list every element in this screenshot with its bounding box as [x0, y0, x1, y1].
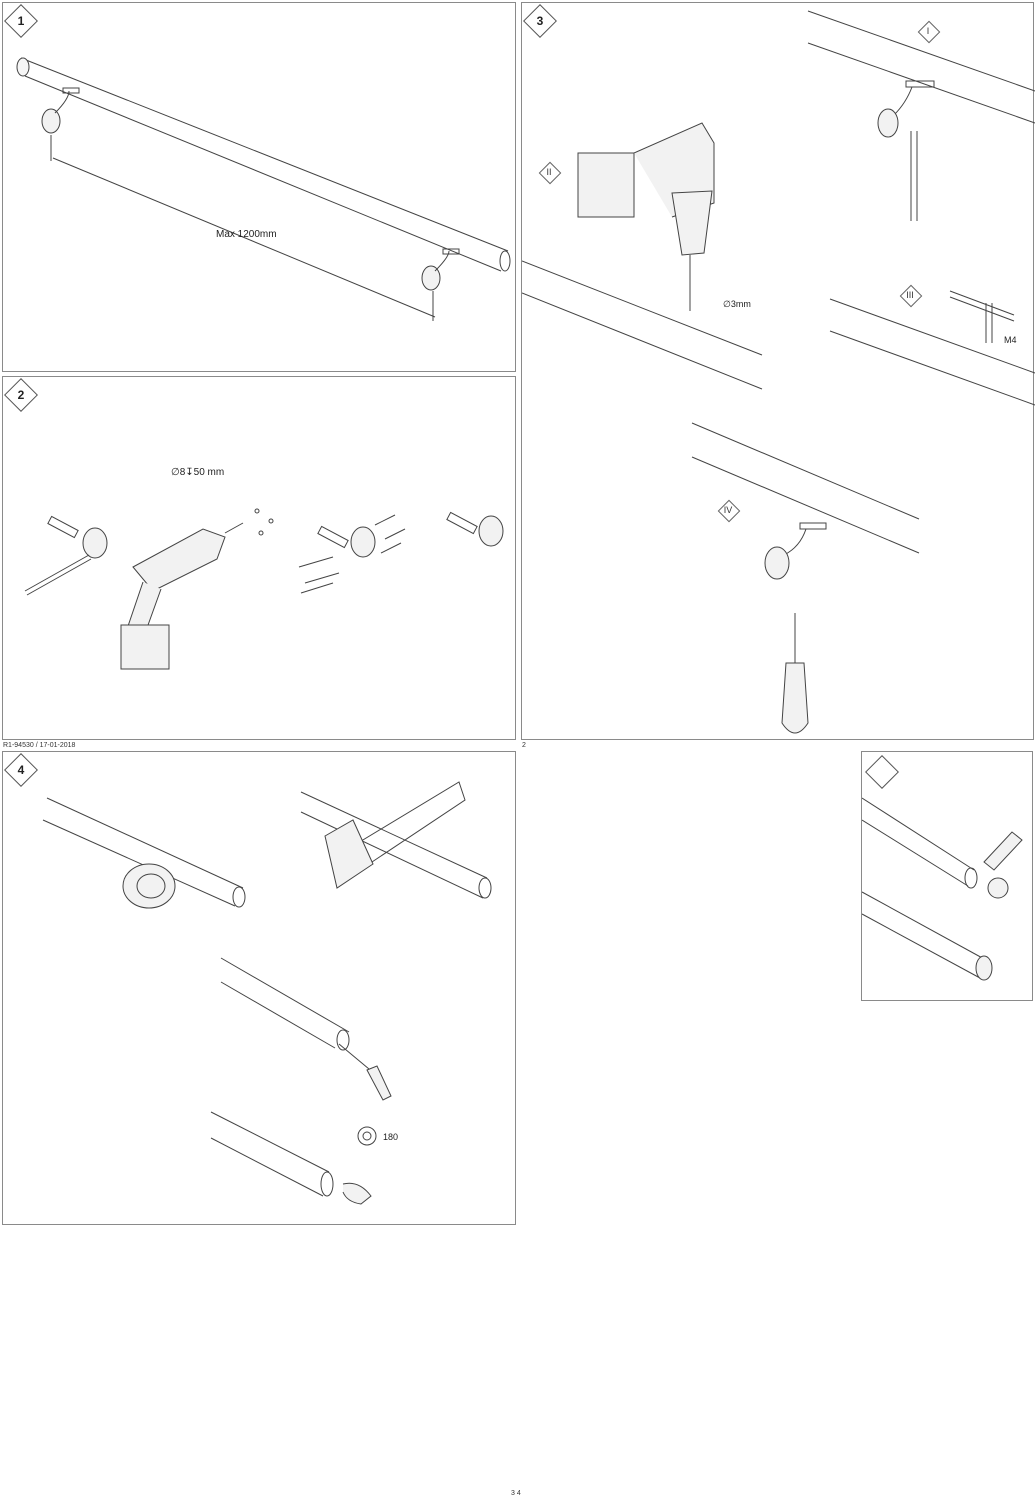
substep-2-drill	[577, 122, 715, 311]
page-numbers-bottom: 3 4	[511, 1490, 521, 1497]
step-4-number: 4	[17, 763, 25, 777]
panel-step-4: 4 180	[2, 751, 516, 1225]
drill-size-label: ∅8↧50 mm	[171, 467, 225, 478]
bracket-left	[41, 87, 80, 134]
step-4-illustration	[42, 781, 492, 1205]
bracket-with-screws	[298, 514, 406, 594]
step-1-number: 1	[17, 14, 25, 28]
substep-4-screwdriver	[781, 613, 809, 734]
drill-tool	[120, 522, 244, 670]
dimension-line	[52, 157, 436, 318]
handrail-end-left	[16, 57, 30, 77]
pilot-hole-label: ∅3mm	[723, 299, 751, 309]
step-2-illustration	[24, 508, 504, 670]
bracket-mounted	[446, 511, 504, 547]
panel-end-cap	[861, 751, 1033, 1001]
thread-size-label: M4	[1004, 335, 1017, 345]
rail-with-glue	[862, 797, 1023, 899]
step-3-illustration	[522, 10, 1035, 734]
panel-step-2: 2 ∅8↧50 mm	[2, 376, 516, 740]
substep-4-bracket	[764, 522, 827, 580]
rotation-angle-label: 180	[383, 1132, 399, 1142]
substep-1-bracket	[877, 80, 935, 221]
rail-finished	[862, 891, 993, 981]
end-cap-illustration	[862, 797, 1023, 981]
max-length-label: Max 1200mm	[216, 229, 277, 240]
handrail-end-right	[499, 250, 511, 272]
panel-step-1: 1 Max 1200mm	[2, 2, 516, 372]
step-2-number: 2	[17, 388, 25, 402]
file-deburr	[220, 957, 392, 1101]
step-3-number: 3	[536, 14, 544, 28]
substep-3-number: III	[906, 290, 914, 300]
substep-2-number: II	[546, 167, 552, 177]
handrail-bottom-edge	[24, 75, 502, 272]
bracket-marking	[24, 515, 108, 596]
step-1-illustration	[16, 57, 511, 321]
substep-3-wrench	[949, 290, 1015, 343]
substep-4-number: IV	[723, 505, 733, 515]
panel-step-3: 3 I II III IV ∅3mm M4	[521, 2, 1035, 740]
hacksaw-cut	[300, 781, 492, 899]
handrail-top-edge	[20, 57, 509, 252]
page-number-left: 2	[522, 742, 526, 749]
end-fitting	[210, 1111, 377, 1205]
end-cap-number	[871, 761, 893, 783]
tape-wrap	[42, 797, 246, 909]
bracket-right	[421, 248, 460, 291]
document-code: R1-94530 / 17-01-2018	[3, 742, 76, 749]
substep-1-number: I	[926, 26, 930, 36]
